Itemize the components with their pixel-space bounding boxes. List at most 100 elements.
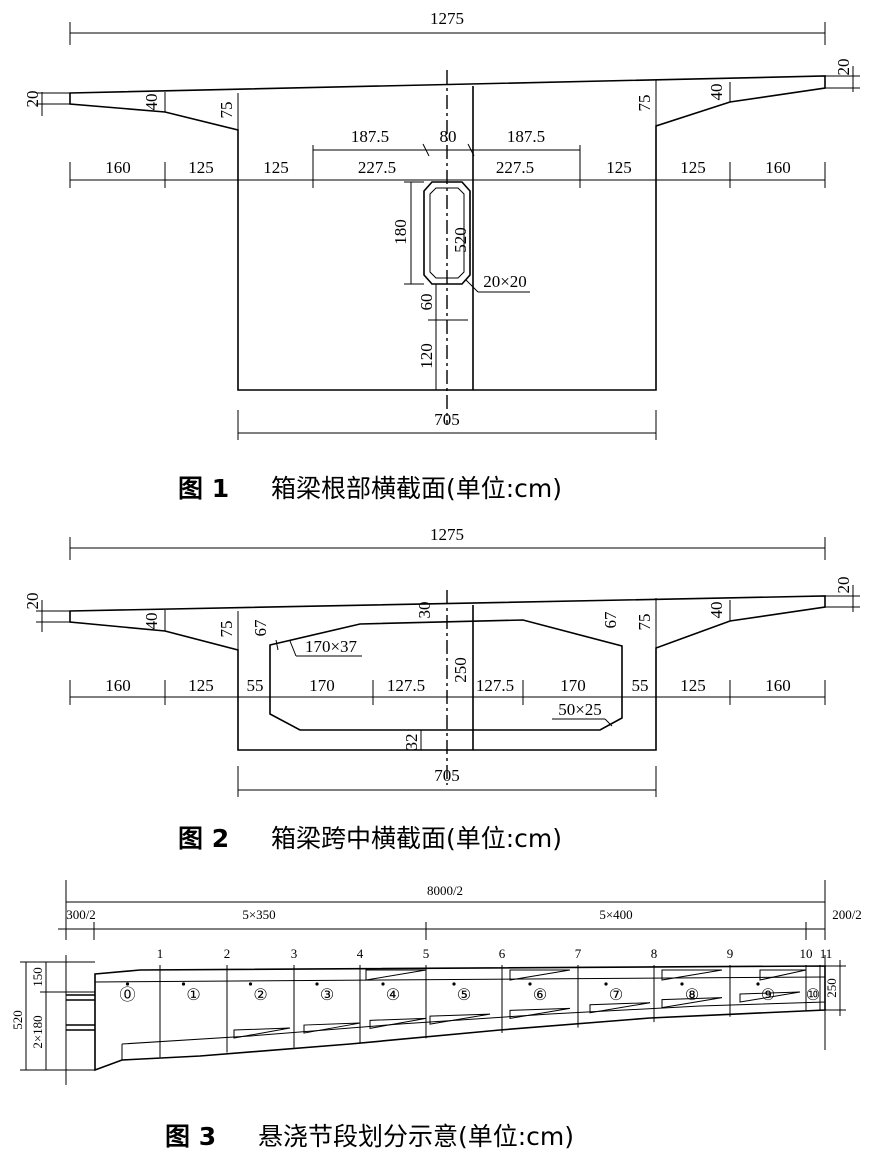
label-web-left-fig1: 75 [217,102,236,119]
dim-bottom-fig2: 705 [237,766,657,797]
section-outline-fig1 [69,75,826,391]
svg-text:80: 80 [440,127,457,146]
svg-text:227.5: 227.5 [358,158,396,177]
section-number: 3 [291,946,298,961]
bottom-slab-line-fig3 [121,1001,826,1045]
tendon-wedge [365,969,427,981]
tendon-wedge [429,1013,491,1025]
svg-text:227.5: 227.5 [496,158,534,177]
svg-text:50×25: 50×25 [558,700,602,719]
segment-label: ⑧ [685,985,699,1004]
tendon-wedge [739,991,801,1003]
label-web-right-fig1: 75 [635,95,654,112]
dim-segments-fig1: 160 125 125 227.5 227.5 125 125 160 [69,158,826,188]
label-top-slab-fig2: 30 [415,602,434,619]
figure-2-midspan-section: 1275 20 20 40 75 67 30 67 75 40 [23,525,860,797]
caption-fig1-number: 图 1 [178,474,229,503]
segment-label: ⑦ [609,985,623,1004]
label-haunch-left-fig2: 40 [142,613,161,630]
svg-text:200/2: 200/2 [832,907,862,922]
dim-total-width: 1275 [69,9,826,45]
tendon-wedge [509,969,571,981]
svg-text:60: 60 [417,294,436,311]
section-number: 9 [727,946,734,961]
svg-text:20: 20 [23,91,42,108]
dim-bottom-chamfer-fig2: 50×25 [552,700,613,727]
label-haunch-right-fig1: 40 [707,84,726,101]
svg-text:125: 125 [188,158,214,177]
anchor-dot [125,982,130,986]
segment-label: ⓪ [119,985,135,1004]
tendon-wedge [661,969,723,981]
anchor-dot [181,982,186,986]
label-inner-right-fig2: 67 [601,611,620,629]
svg-text:1275: 1275 [430,525,464,544]
dim-groups-fig3: 300/2 5×350 5×400 200/2 [58,907,862,940]
dim-total-width-fig2: 1275 [69,525,826,560]
svg-text:127.5: 127.5 [387,676,425,695]
svg-text:8000/2: 8000/2 [427,883,463,898]
label-inner-left-fig2: 67 [251,619,270,637]
svg-text:20×20: 20×20 [483,272,527,291]
anchor-dot [452,982,456,986]
svg-text:250: 250 [824,978,839,998]
svg-text:180: 180 [391,219,410,245]
support-bars-fig3 [66,994,95,1031]
segment-label: ⑩ [806,985,820,1004]
dim-left-edge-fig1: 20 [23,91,70,116]
figure-1-root-section: 1275 20 20 40 75 75 40 [23,9,860,440]
svg-text:125: 125 [188,676,214,695]
anchor-dot [756,982,760,986]
anchor-dot [248,982,253,986]
svg-text:125: 125 [680,676,706,695]
svg-text:20: 20 [23,593,42,610]
label-web-right-fig2: 75 [635,614,654,631]
dim-hole-height-fig1: 180 [391,181,424,285]
label-height-fig2: 250 [451,657,470,683]
section-outline-fig2 [69,595,826,751]
central-hole-fig1 [423,181,471,285]
svg-text:55: 55 [632,676,649,695]
dim-bottom-slab-fig2: 32 [402,730,422,751]
caption-fig3-number: 图 3 [165,1122,216,1151]
svg-text:187.5: 187.5 [351,127,389,146]
label-total-width: 1275 [430,9,464,28]
caption-fig3-text: 悬浇节段划分示意(单位:cm) [258,1122,574,1151]
dim-end-height-fig3: 250 [824,960,846,1016]
segment-label: ① [186,985,200,1004]
dim-right-edge-fig1: 20 [825,59,860,92]
inner-left-top-fig2 [275,639,279,651]
svg-text:170: 170 [560,676,586,695]
svg-text:2×180: 2×180 [30,1015,45,1048]
anchor-dot [315,982,319,986]
anchor-dot [528,982,532,986]
section-number: 7 [575,946,582,961]
svg-text:20: 20 [834,577,853,594]
tendon-wedge [589,1002,651,1014]
svg-text:520: 520 [10,1010,25,1030]
dim-right-edge-fig2: 20 [825,577,860,612]
anchor-dot [381,982,385,986]
inner-void-fig2 [269,619,623,731]
svg-text:125: 125 [263,158,289,177]
section-number: 8 [651,946,658,961]
svg-text:125: 125 [606,158,632,177]
svg-text:187.5: 187.5 [507,127,545,146]
beam-elevation-fig3 [94,965,826,1072]
svg-text:5×350: 5×350 [242,907,275,922]
svg-text:127.5: 127.5 [476,676,514,695]
segment-label: ② [253,985,267,1004]
section-number: 4 [357,946,364,961]
dim-segments-fig2: 160 125 55 170 127.5 127.5 170 55 125 16… [69,676,826,705]
tendon-wedge [369,1017,427,1029]
svg-text:20: 20 [834,59,853,76]
section-number: 1 [157,946,164,961]
label-web-left-fig2: 75 [217,621,236,638]
svg-text:150: 150 [30,967,45,987]
svg-text:5×400: 5×400 [599,907,632,922]
label-haunch-right-fig2: 40 [707,602,726,619]
svg-text:55: 55 [247,676,264,695]
section-number: 5 [423,946,430,961]
